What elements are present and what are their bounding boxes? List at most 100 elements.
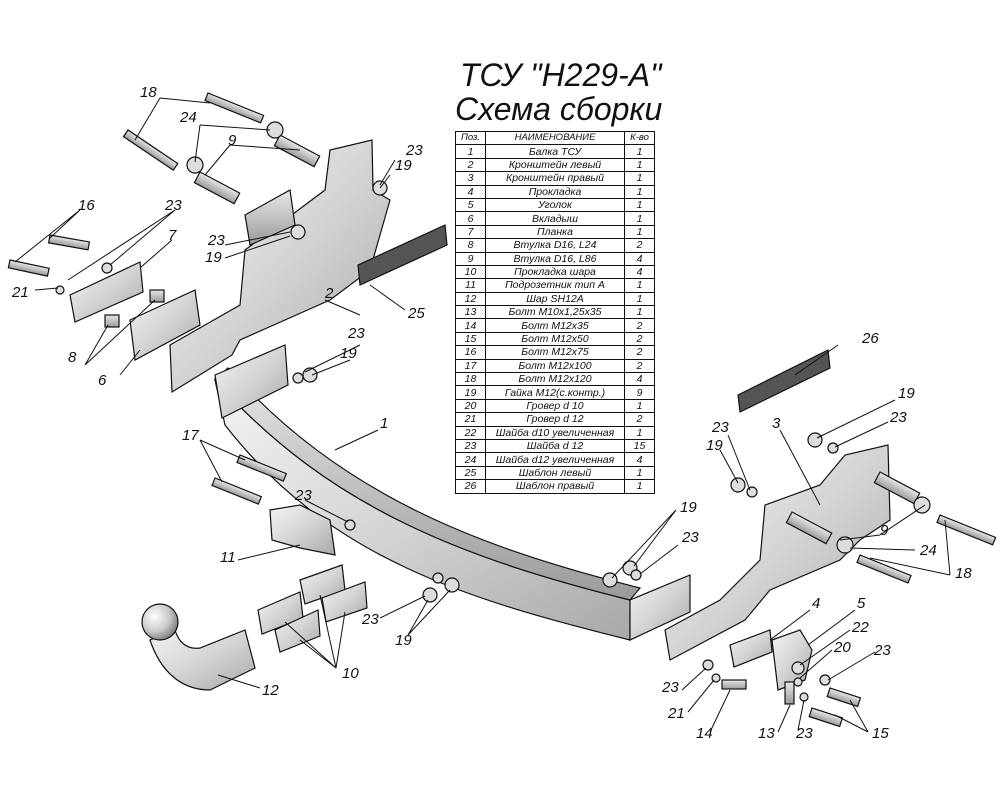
washer-23e (746, 486, 758, 498)
sleeve-9b (193, 171, 241, 205)
washer-23b (55, 285, 65, 295)
callout-15: 15 (872, 725, 889, 742)
cell-qty: 1 (624, 278, 655, 293)
shim-4-part (729, 629, 773, 668)
bolt-13 (784, 681, 795, 705)
callout-23f: 23 (361, 611, 379, 628)
cell-name: Шайба d10 увеличенная (485, 425, 625, 440)
callout-26: 26 (861, 330, 879, 347)
bolt-17b (211, 477, 263, 505)
template-25-part (357, 224, 448, 286)
callout-18: 18 (140, 84, 157, 101)
nut-19e (730, 477, 746, 493)
callout-21a: 21 (11, 284, 29, 301)
bolt-15b (808, 707, 844, 728)
washer-20 (793, 677, 803, 687)
bolt-18d (856, 554, 912, 584)
callout-11: 11 (220, 549, 236, 566)
callout-25: 25 (407, 305, 425, 322)
callout-23c: 23 (207, 232, 225, 249)
washer-23d (827, 442, 839, 454)
shim-10b (274, 609, 321, 653)
towball-neck (149, 629, 256, 691)
callout-23l: 23 (795, 725, 813, 742)
cell-qty: 1 (624, 211, 655, 226)
socket-bracket-part (269, 504, 336, 556)
washer-22 (791, 661, 805, 675)
callout-16: 16 (78, 197, 95, 214)
towball-ball (141, 603, 179, 641)
callout-23i: 23 (889, 409, 907, 426)
plate-6-part (129, 289, 201, 361)
left-bracket-flange (244, 189, 296, 246)
callout-4: 4 (812, 595, 820, 612)
nut-19i (444, 577, 460, 593)
callout-22: 22 (851, 619, 869, 636)
beam-end-plate-right (629, 574, 691, 641)
callout-6: 6 (98, 372, 107, 389)
callout-18b: 18 (955, 565, 972, 582)
callout-19d: 19 (898, 385, 915, 402)
callout-23b: 23 (164, 197, 182, 214)
sleeve-9a (273, 134, 321, 168)
washer-24d (836, 536, 854, 554)
washer-23f (630, 569, 642, 581)
washer-23i (702, 659, 714, 671)
nut-19d (807, 432, 823, 448)
callout-24b: 24 (919, 542, 937, 559)
callout-23e: 23 (294, 487, 312, 504)
callout-19a: 19 (395, 157, 412, 174)
cell-name: Кронштейн правый (485, 171, 625, 186)
callout-1: 1 (380, 415, 388, 432)
beam-top-face (214, 367, 642, 601)
nut-19h (422, 587, 438, 603)
beam-end-plate-left (214, 344, 289, 419)
callout-labels: 1 2 3 4 5 6 7 8 9 9 10 11 12 13 14 15 16… (11, 84, 972, 742)
callout-23a: 23 (405, 142, 423, 159)
bolt-14 (721, 679, 747, 690)
bolt-18c (936, 514, 997, 546)
washer-23j (819, 674, 831, 686)
callout-12: 12 (262, 682, 279, 699)
washer-23h (344, 519, 356, 531)
callout-9b: 9 (880, 522, 889, 539)
callout-17: 17 (182, 427, 199, 444)
cell-name: Кронштейн левый (485, 157, 625, 173)
washer-24b (186, 156, 204, 174)
callout-24a: 24 (179, 109, 197, 126)
callout-14: 14 (696, 725, 713, 742)
leader-lines (14, 97, 951, 733)
callout-5: 5 (857, 595, 866, 612)
callout-19c: 19 (340, 345, 357, 362)
callout-23k: 23 (873, 642, 891, 659)
plate-7-part (69, 261, 144, 323)
callout-19f: 19 (680, 499, 697, 516)
callout-21b: 21 (667, 705, 685, 722)
cell-name: Болт М12х35 (485, 318, 625, 333)
callout-7: 7 (168, 227, 177, 244)
cell-name: Шаблон правый (485, 479, 625, 494)
callout-13: 13 (758, 725, 775, 742)
callout-20: 20 (833, 639, 851, 656)
washer-23k (799, 692, 809, 702)
cell-qty: 4 (624, 251, 655, 266)
callout-10: 10 (342, 665, 359, 682)
callout-19b: 19 (205, 249, 222, 266)
nut-19b (290, 224, 306, 240)
callout-2: 2 (324, 285, 334, 302)
template-26-part (737, 349, 831, 413)
washer-23a (101, 262, 113, 274)
cell-name: Болт М10х1,25х35 (485, 305, 625, 320)
